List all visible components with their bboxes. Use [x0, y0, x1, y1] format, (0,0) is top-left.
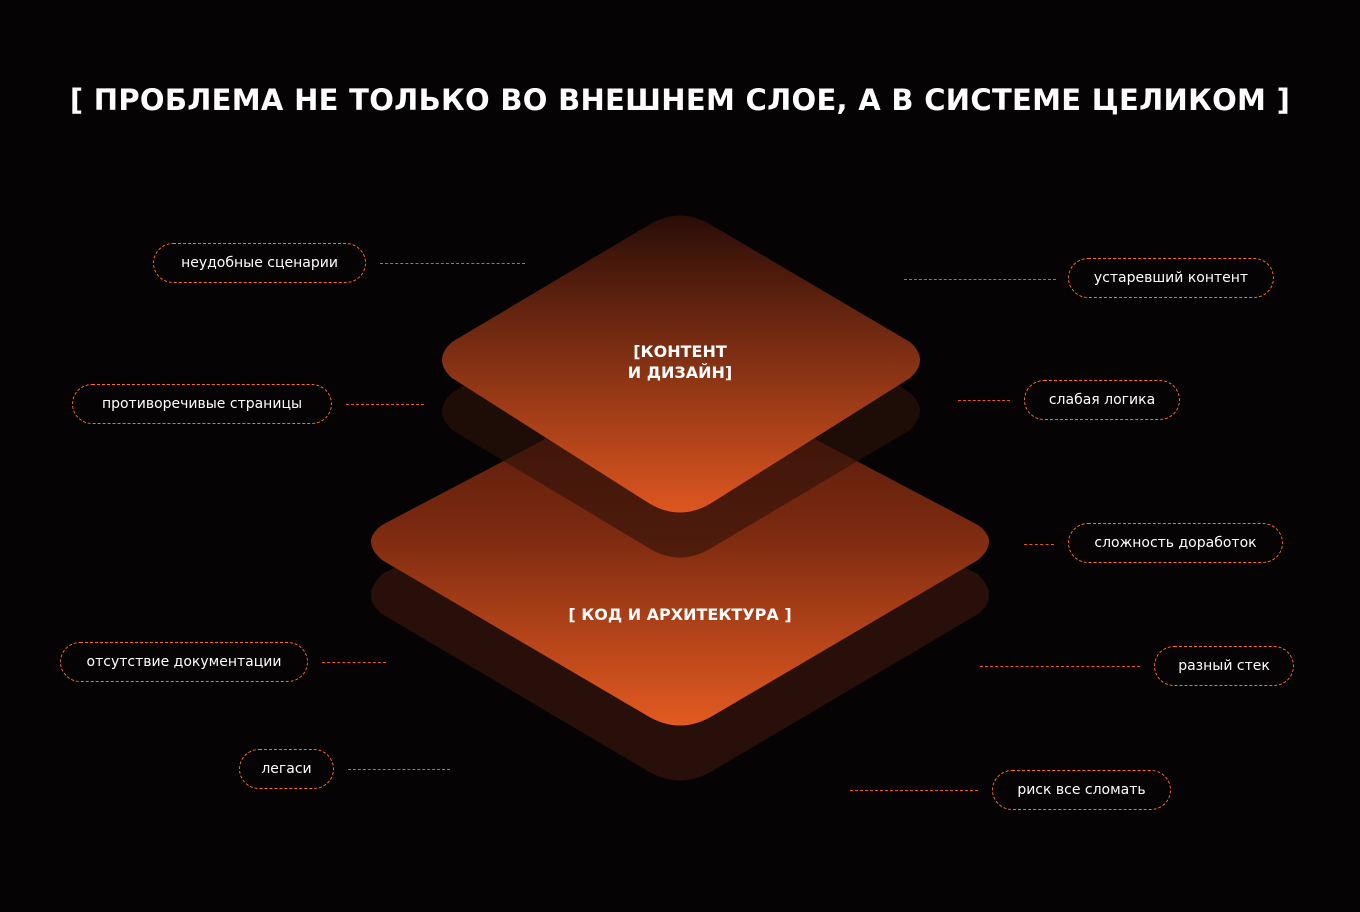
- connector-line: [322, 662, 386, 663]
- top-layer-label-line1: [КОНТЕНТ: [633, 342, 727, 361]
- connector-line: [1024, 544, 1054, 545]
- tag-legacy: легаси: [239, 749, 334, 789]
- connector-line: [346, 404, 424, 405]
- tag-complex-changes: сложность доработок: [1068, 523, 1283, 563]
- page-title: [ ПРОБЛЕМА НЕ ТОЛЬКО ВО ВНЕШНЕМ СЛОЕ, А …: [69, 83, 1291, 117]
- tag-outdated-content: устаревший контент: [1068, 258, 1274, 298]
- tag-different-stack: разный стек: [1154, 646, 1294, 686]
- tag-no-documentation: отсутствие документации: [60, 642, 308, 682]
- connector-line: [958, 400, 1010, 401]
- tag-risk-breaking: риск все сломать: [992, 770, 1171, 810]
- tag-weak-logic: слабая логика: [1024, 380, 1180, 420]
- connector-line: [850, 790, 978, 791]
- top-layer-label: [КОНТЕНТ И ДИЗАЙН]: [580, 341, 780, 383]
- tag-contradictory-pages: противоречивые страницы: [72, 384, 332, 424]
- tag-inconvenient-scenarios: неудобные сценарии: [153, 243, 366, 283]
- connector-line: [980, 666, 1140, 667]
- connector-line: [380, 263, 525, 264]
- bottom-layer-label: [ КОД И АРХИТЕКТУРА ]: [568, 605, 792, 624]
- connector-line: [904, 279, 1056, 280]
- top-layer: [442, 215, 920, 513]
- connector-line: [348, 769, 450, 770]
- top-layer-label-line2: И ДИЗАЙН]: [627, 363, 733, 382]
